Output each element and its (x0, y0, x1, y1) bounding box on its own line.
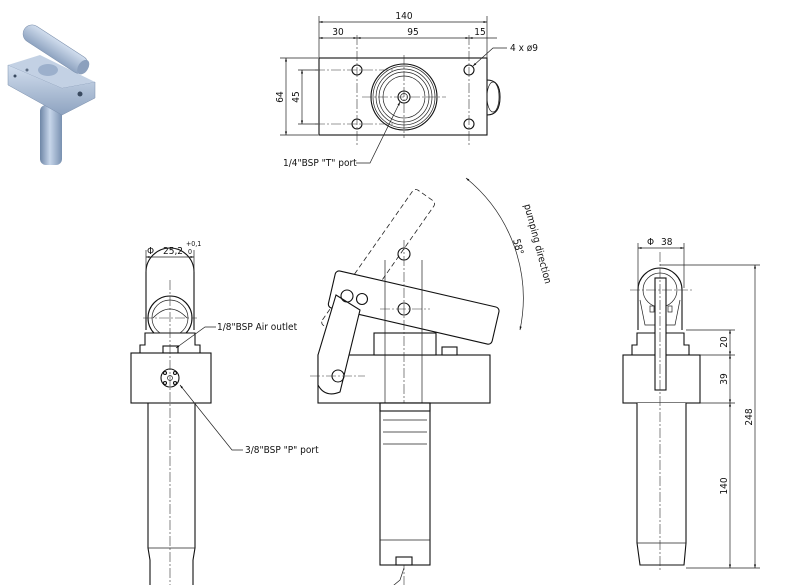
pumping-direction-label: pumping direction (521, 203, 553, 285)
iso-handle (22, 24, 90, 75)
dim-140: 140 (395, 11, 412, 22)
right-view: Φ 38 20 39 140 248 (622, 237, 760, 570)
t-port-label: 1/4"BSP "T" port (283, 158, 357, 169)
tolerance-lower: 0 (188, 248, 192, 256)
dim-15: 15 (474, 27, 485, 38)
dim-39: 39 (719, 373, 730, 385)
dim-95: 95 (407, 27, 418, 38)
tolerance-upper: +0,1 (186, 240, 201, 248)
iso-pivot (38, 64, 58, 76)
right-diameter-value: 38 (661, 237, 673, 248)
diameter-value: 25,2 (163, 246, 183, 257)
dim-248: 248 (744, 408, 755, 425)
diameter-symbol: Φ (147, 246, 154, 257)
dim-30: 30 (332, 27, 344, 38)
left-block (130, 352, 212, 404)
top-view: 140 30 95 15 64 45 4 x ø9 1/4"BSP "T" po… (275, 11, 538, 169)
pumping-angle: 58° (510, 238, 525, 256)
handle-edge (654, 277, 667, 391)
raised-handle (321, 189, 435, 337)
dim-64: 64 (275, 91, 286, 103)
dim-20: 20 (719, 336, 730, 348)
front-view: pumping direction 58° (310, 177, 553, 585)
dim-140-vertical: 140 (719, 477, 730, 494)
p-port-label: 3/8"BSP "P" port (245, 445, 319, 456)
air-outlet-label: 1/8"BSP Air outlet (217, 322, 298, 333)
left-view: Φ 25,2 +0,1 0 1/8"BSP Air outlet 3/8"BSP… (130, 240, 319, 585)
dim-45: 45 (291, 91, 302, 102)
holes-callout: 4 x ø9 (510, 43, 538, 54)
top-plate (318, 57, 488, 136)
iso-cylinder (40, 105, 62, 165)
right-diameter-symbol: Φ (647, 237, 654, 248)
isometric-render (7, 24, 96, 165)
